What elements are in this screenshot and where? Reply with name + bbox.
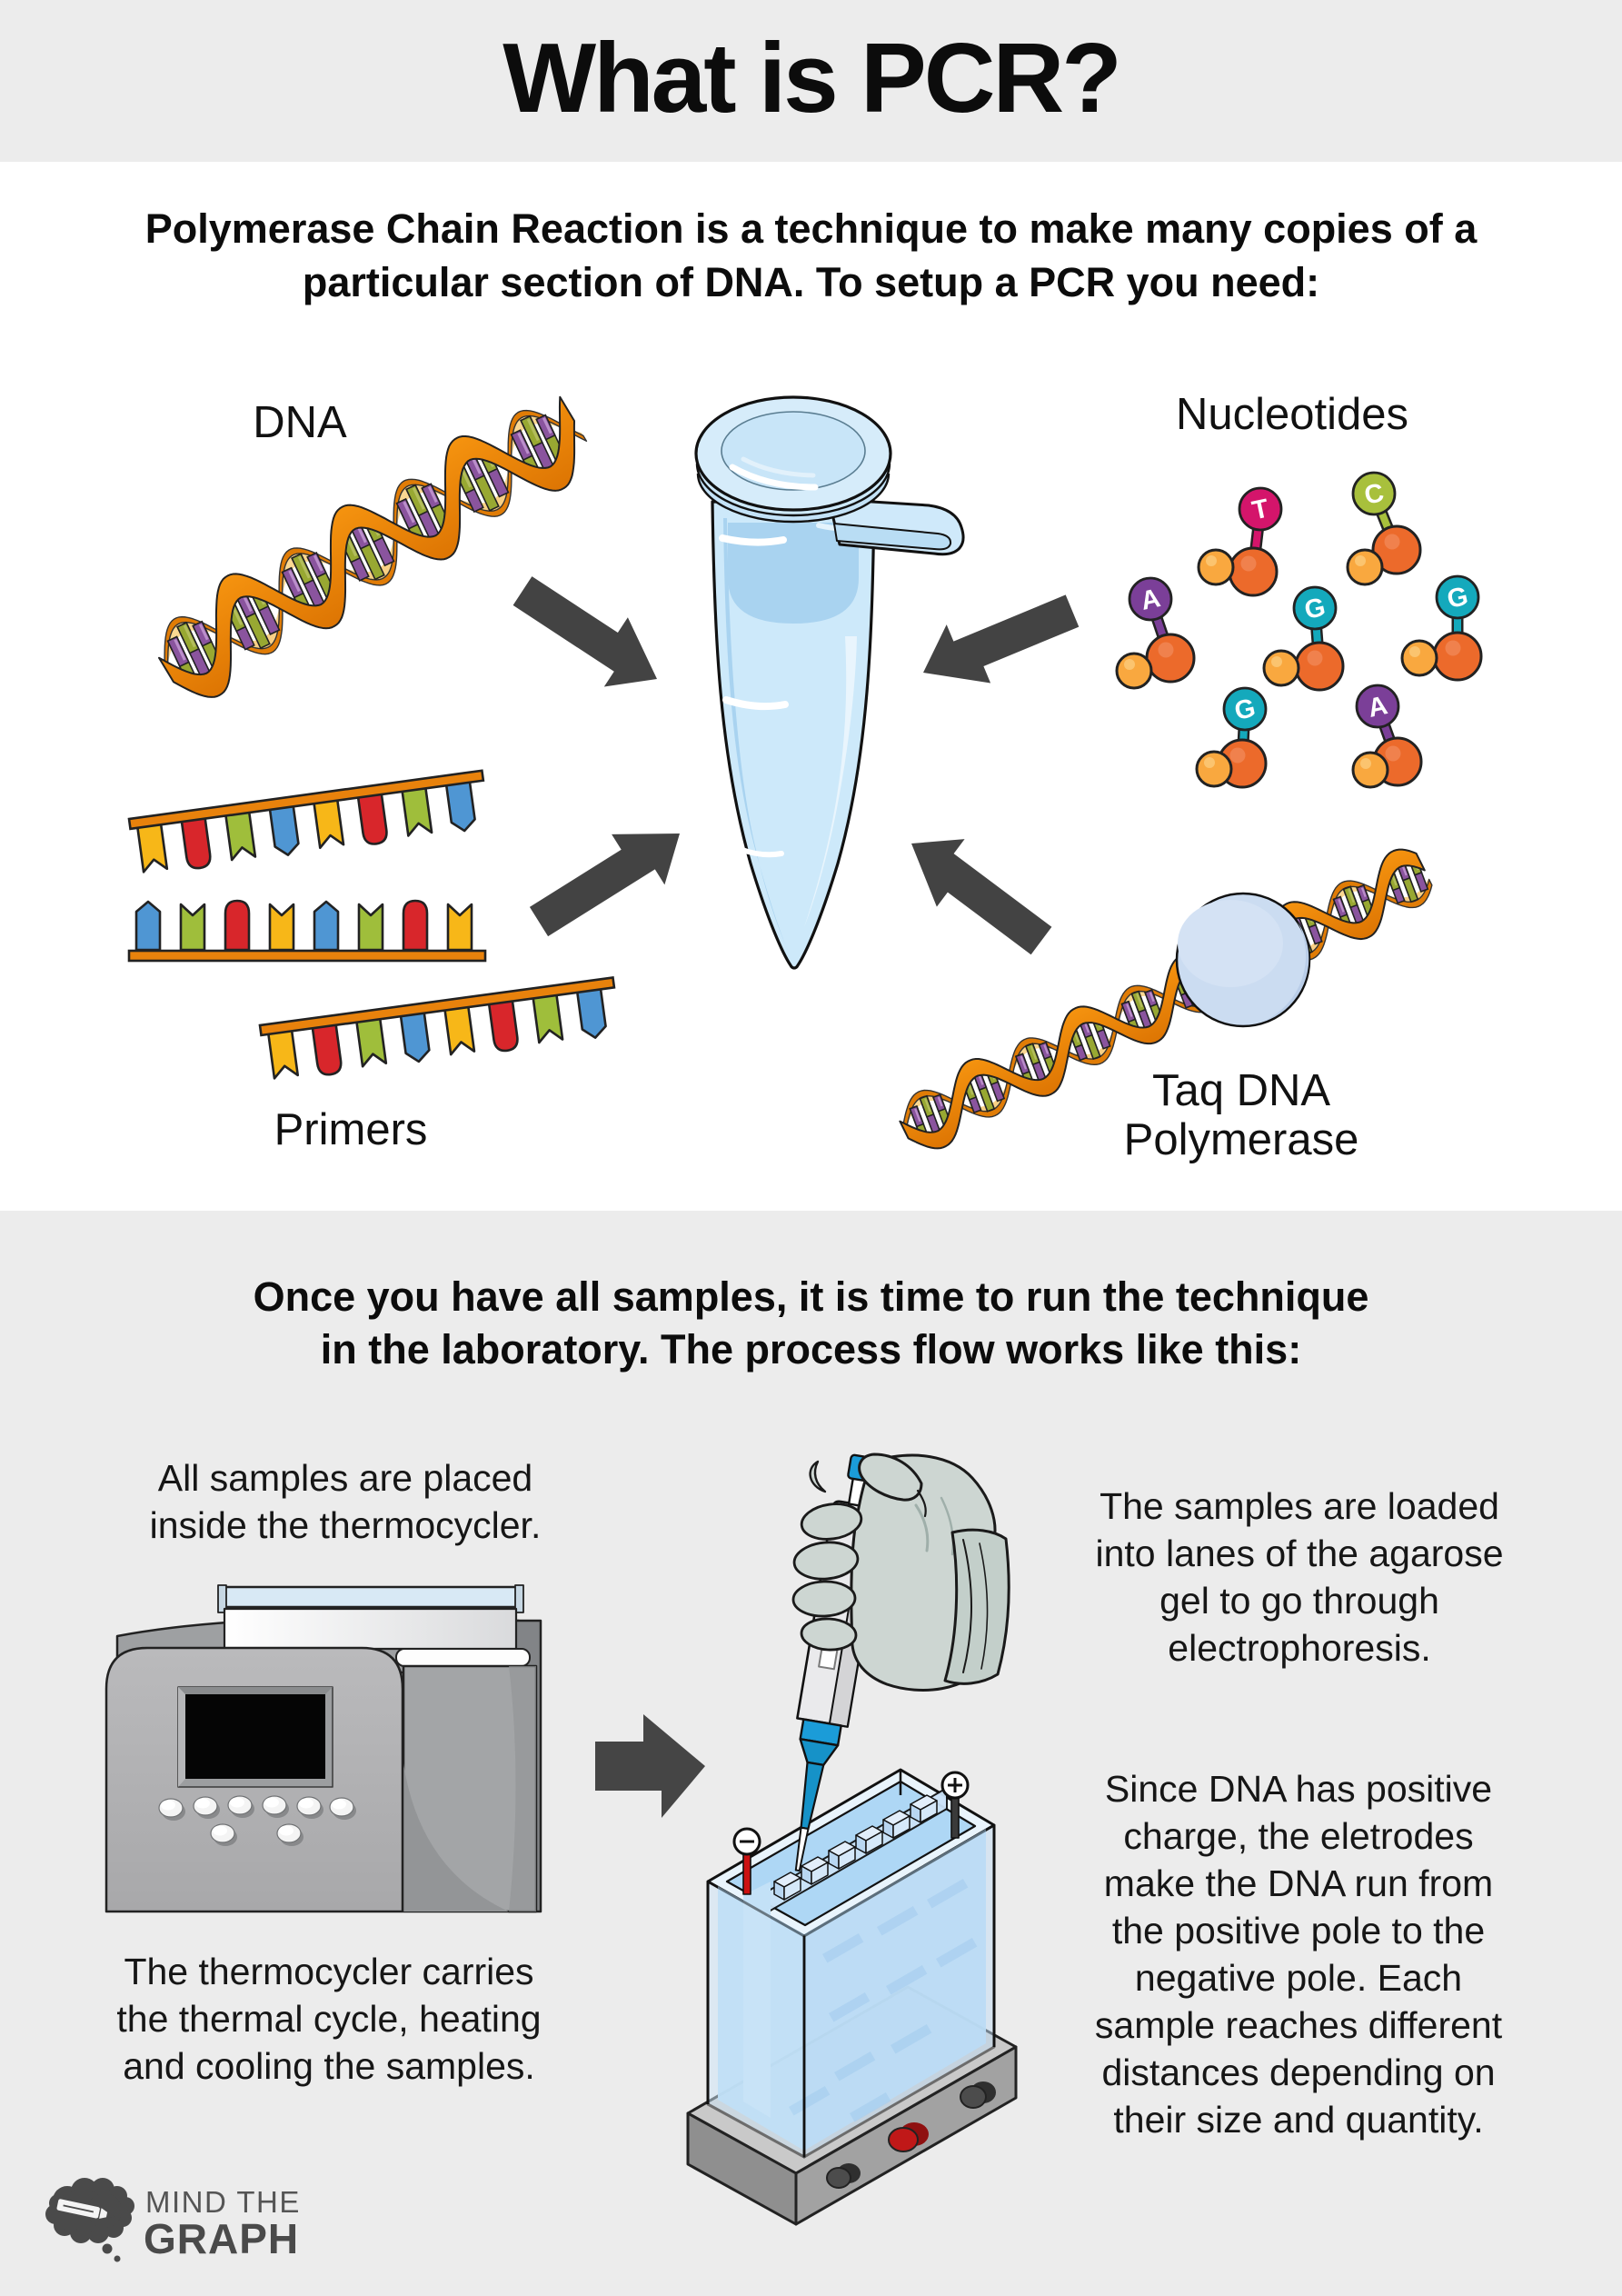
- svg-text:Primers: Primers: [274, 1105, 428, 1154]
- svg-text:GRAPH: GRAPH: [144, 2215, 299, 2262]
- svg-text:DNA: DNA: [253, 398, 347, 447]
- svg-text:Polymerase: Polymerase: [1124, 1115, 1359, 1164]
- svg-text:MIND THE: MIND THE: [145, 2185, 301, 2219]
- svg-text:Taq DNA: Taq DNA: [1152, 1066, 1330, 1115]
- svg-text:Nucleotides: Nucleotides: [1176, 390, 1408, 439]
